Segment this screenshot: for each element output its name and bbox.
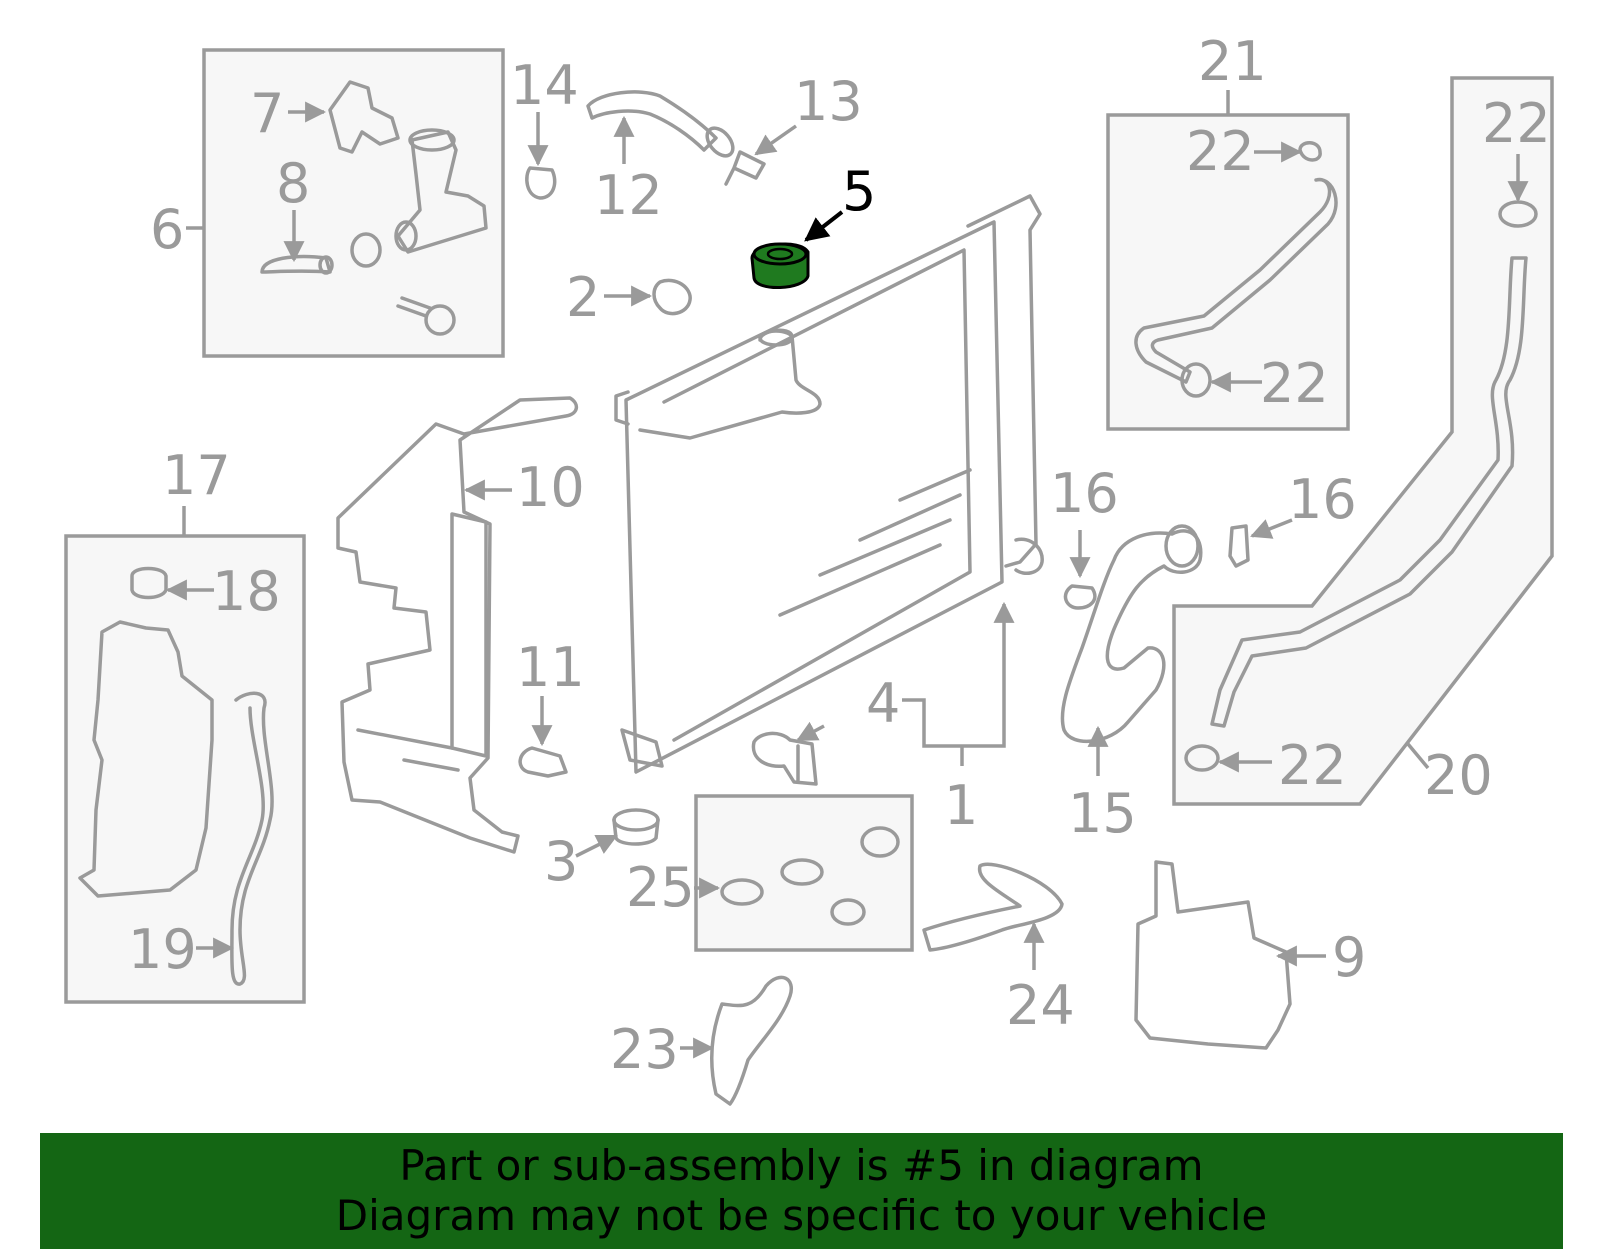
callout-24: 24 [1006,974,1075,1037]
callout-19: 19 [128,918,197,981]
callout-21: 21 [1198,30,1267,93]
part-19-hose [230,691,274,986]
callout-13: 13 [794,70,863,133]
part-3-grommet [612,808,660,846]
small-clamp [350,232,382,268]
callout-9: 9 [1332,926,1366,989]
part-10-air-guide [336,396,579,854]
part-4-sensor [751,731,818,786]
part-16-clamp-a [1063,584,1097,610]
part-11-push-pin [518,746,568,778]
bolt [396,296,432,318]
callout-14: 14 [510,54,579,117]
part-13-sensor [724,150,766,186]
box-25-clamps [694,794,914,952]
callout-3: 3 [544,830,578,893]
callout-2: 2 [566,266,600,329]
callout-22c: 22 [1482,92,1551,155]
thermostat-housing [396,130,488,254]
callout-10: 10 [516,456,585,519]
callout-4: 4 [866,672,900,735]
info-banner: Part or sub-assembly is #5 in diagram Di… [40,1133,1563,1249]
callout-18: 18 [212,560,281,623]
leader-lines [165,90,1529,1059]
callout-8: 8 [276,152,310,215]
callout-15: 15 [1068,782,1137,845]
callout-23: 23 [610,1018,679,1081]
part-7-bracket [328,80,400,154]
part-2-plug [652,278,692,316]
callout-labels: 1 2 3 4 5 6 7 8 9 10 11 12 13 14 15 16 1… [128,30,1551,1081]
part-23-hose [710,975,794,1106]
part-9-bracket [1134,860,1292,1050]
box-17-reservoir [64,534,306,1004]
part-14-clip [525,166,557,200]
callout-12: 12 [594,164,663,227]
box-6-thermostat-assembly [202,48,505,358]
banner-line-2: Diagram may not be specific to your vehi… [335,1191,1268,1240]
part-5-radiator-cap[interactable] [750,242,810,290]
callout-20: 20 [1424,744,1493,807]
part-24-lower-hose [922,862,1064,952]
callout-6: 6 [150,198,184,261]
callout-5-highlighted: 5 [842,160,876,223]
part-15-hose [1060,524,1203,744]
callout-25: 25 [626,856,695,919]
callout-17: 17 [162,444,231,507]
callout-22d: 22 [1278,734,1347,797]
box-20-hose [1172,76,1554,806]
callout-16b: 16 [1288,468,1357,531]
part-16-clamp-b [1228,524,1250,568]
part-1-radiator [614,194,1044,774]
callout-16a: 16 [1050,462,1119,525]
callout-22b: 22 [1260,352,1329,415]
banner-line-1: Part or sub-assembly is #5 in diagram [399,1141,1204,1190]
callout-11: 11 [516,636,585,699]
upper-hose-group [525,90,766,200]
callout-1: 1 [944,774,978,837]
reservoir-tank [78,620,214,898]
callout-7: 7 [250,82,284,145]
part-8-hose [260,254,332,274]
callout-22a: 22 [1186,120,1255,183]
part-12-hose [586,90,718,152]
